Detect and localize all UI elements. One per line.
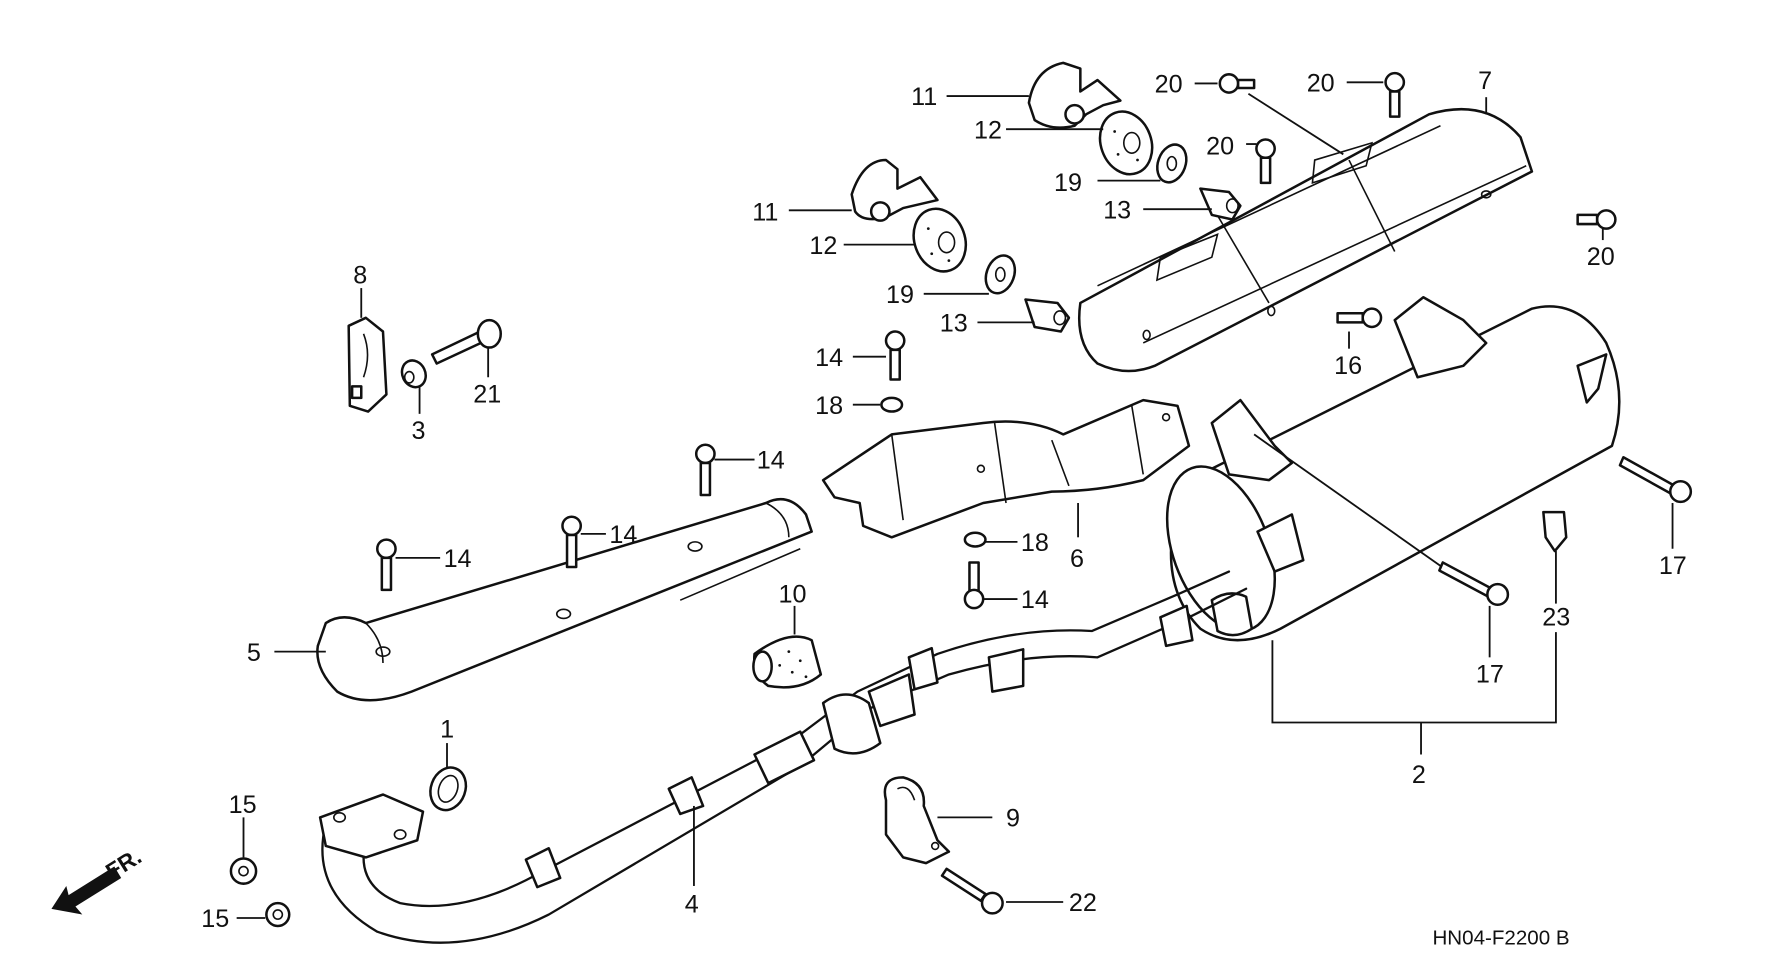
callout-20[interactable]: 20: [1307, 69, 1335, 97]
callout-11[interactable]: 11: [911, 83, 937, 111]
bolt-17-a[interactable]: [1618, 456, 1693, 504]
washer-lower[interactable]: [981, 251, 1020, 297]
rubber-mount-lower[interactable]: [905, 201, 974, 278]
callout-14[interactable]: 14: [444, 545, 472, 573]
callout-8[interactable]: 8: [353, 262, 367, 290]
diagram-code: HN04-F2200 B: [1432, 926, 1569, 949]
callout-1[interactable]: 1: [440, 715, 454, 743]
flange-nut-b[interactable]: [265, 901, 291, 928]
callout-9[interactable]: 9: [1006, 805, 1020, 833]
callout-5[interactable]: 5: [247, 639, 261, 667]
callout-19[interactable]: 19: [886, 281, 914, 309]
callout-14[interactable]: 14: [609, 521, 637, 549]
protector-stay-lower[interactable]: [850, 158, 939, 222]
flange-nut-a[interactable]: [229, 857, 258, 885]
callout-21[interactable]: 21: [473, 380, 501, 408]
exhaust-pipe[interactable]: [318, 570, 1248, 944]
joint-gasket-part[interactable]: [752, 635, 823, 689]
bolt-20-a[interactable]: [1218, 73, 1256, 94]
callout-4[interactable]: 4: [685, 890, 699, 918]
pipe-protector-middle[interactable]: [821, 398, 1191, 539]
callout-12[interactable]: 12: [809, 232, 837, 260]
rubber-mount-upper[interactable]: [1091, 104, 1160, 181]
callout-11[interactable]: 11: [752, 199, 778, 227]
pipe-band-part[interactable]: [883, 776, 951, 865]
bolt-14-b[interactable]: [694, 443, 716, 497]
bolt-14-c[interactable]: [561, 515, 583, 569]
callout-22[interactable]: 22: [1069, 889, 1097, 917]
callout-18[interactable]: 18: [815, 392, 843, 420]
muffler-protector[interactable]: [1077, 107, 1534, 373]
protector-stay-upper[interactable]: [1027, 61, 1122, 129]
bolt-16[interactable]: [1336, 307, 1383, 329]
callout-13[interactable]: 13: [940, 310, 968, 338]
callout-20[interactable]: 20: [1587, 243, 1615, 271]
callout-14[interactable]: 14: [1021, 586, 1049, 614]
bolt-22[interactable]: [940, 867, 1004, 915]
callout-3[interactable]: 3: [412, 417, 426, 445]
callout-6[interactable]: 6: [1070, 545, 1084, 573]
washer-upper[interactable]: [1152, 141, 1191, 187]
washer-18-b[interactable]: [963, 531, 987, 548]
bolt-part-21[interactable]: [430, 318, 502, 365]
callout-18[interactable]: 18: [1021, 529, 1049, 557]
callout-15[interactable]: 15: [201, 905, 229, 933]
exhaust-pipe-protector[interactable]: [316, 497, 813, 702]
callout-labels: 11 11 12 12 19 19 13 13 20 20 20 20 7 16…: [201, 67, 1687, 933]
callout-19[interactable]: 19: [1054, 169, 1082, 197]
bracket-part[interactable]: [347, 316, 388, 413]
callout-15[interactable]: 15: [229, 791, 257, 819]
callout-14[interactable]: 14: [815, 344, 843, 372]
bolt-17-b[interactable]: [1438, 561, 1510, 607]
callout-2[interactable]: 2: [1412, 761, 1426, 789]
callout-14[interactable]: 14: [757, 447, 785, 475]
callout-20[interactable]: 20: [1155, 71, 1183, 99]
callout-7[interactable]: 7: [1478, 67, 1492, 95]
callout-16[interactable]: 16: [1334, 352, 1362, 380]
arrow-down-left-icon: [51, 866, 122, 915]
muffler[interactable]: [1147, 295, 1621, 645]
callout-10[interactable]: 10: [779, 580, 807, 608]
washer-18-a[interactable]: [880, 396, 904, 413]
bolt-20-d[interactable]: [1576, 209, 1617, 230]
callout-20[interactable]: 20: [1206, 132, 1234, 160]
leader-lines: [236, 81, 1674, 919]
collar-part-3[interactable]: [398, 357, 430, 392]
drain-plug-part[interactable]: [1542, 510, 1568, 553]
collar-lower[interactable]: [1024, 298, 1071, 333]
collar-upper[interactable]: [1199, 187, 1242, 221]
gasket-part[interactable]: [425, 763, 472, 816]
callout-17[interactable]: 17: [1476, 660, 1504, 688]
callout-12[interactable]: 12: [974, 116, 1002, 144]
callout-17[interactable]: 17: [1659, 552, 1687, 580]
bolt-20-c[interactable]: [1255, 138, 1276, 185]
bolt-14-a[interactable]: [884, 330, 906, 381]
bolt-20-b[interactable]: [1384, 71, 1406, 118]
callout-23[interactable]: 23: [1542, 603, 1570, 631]
bolt-14-e[interactable]: [963, 561, 985, 610]
front-direction-indicator: FR.: [51, 843, 146, 915]
callout-13[interactable]: 13: [1103, 196, 1131, 224]
bolt-14-d[interactable]: [376, 538, 397, 592]
